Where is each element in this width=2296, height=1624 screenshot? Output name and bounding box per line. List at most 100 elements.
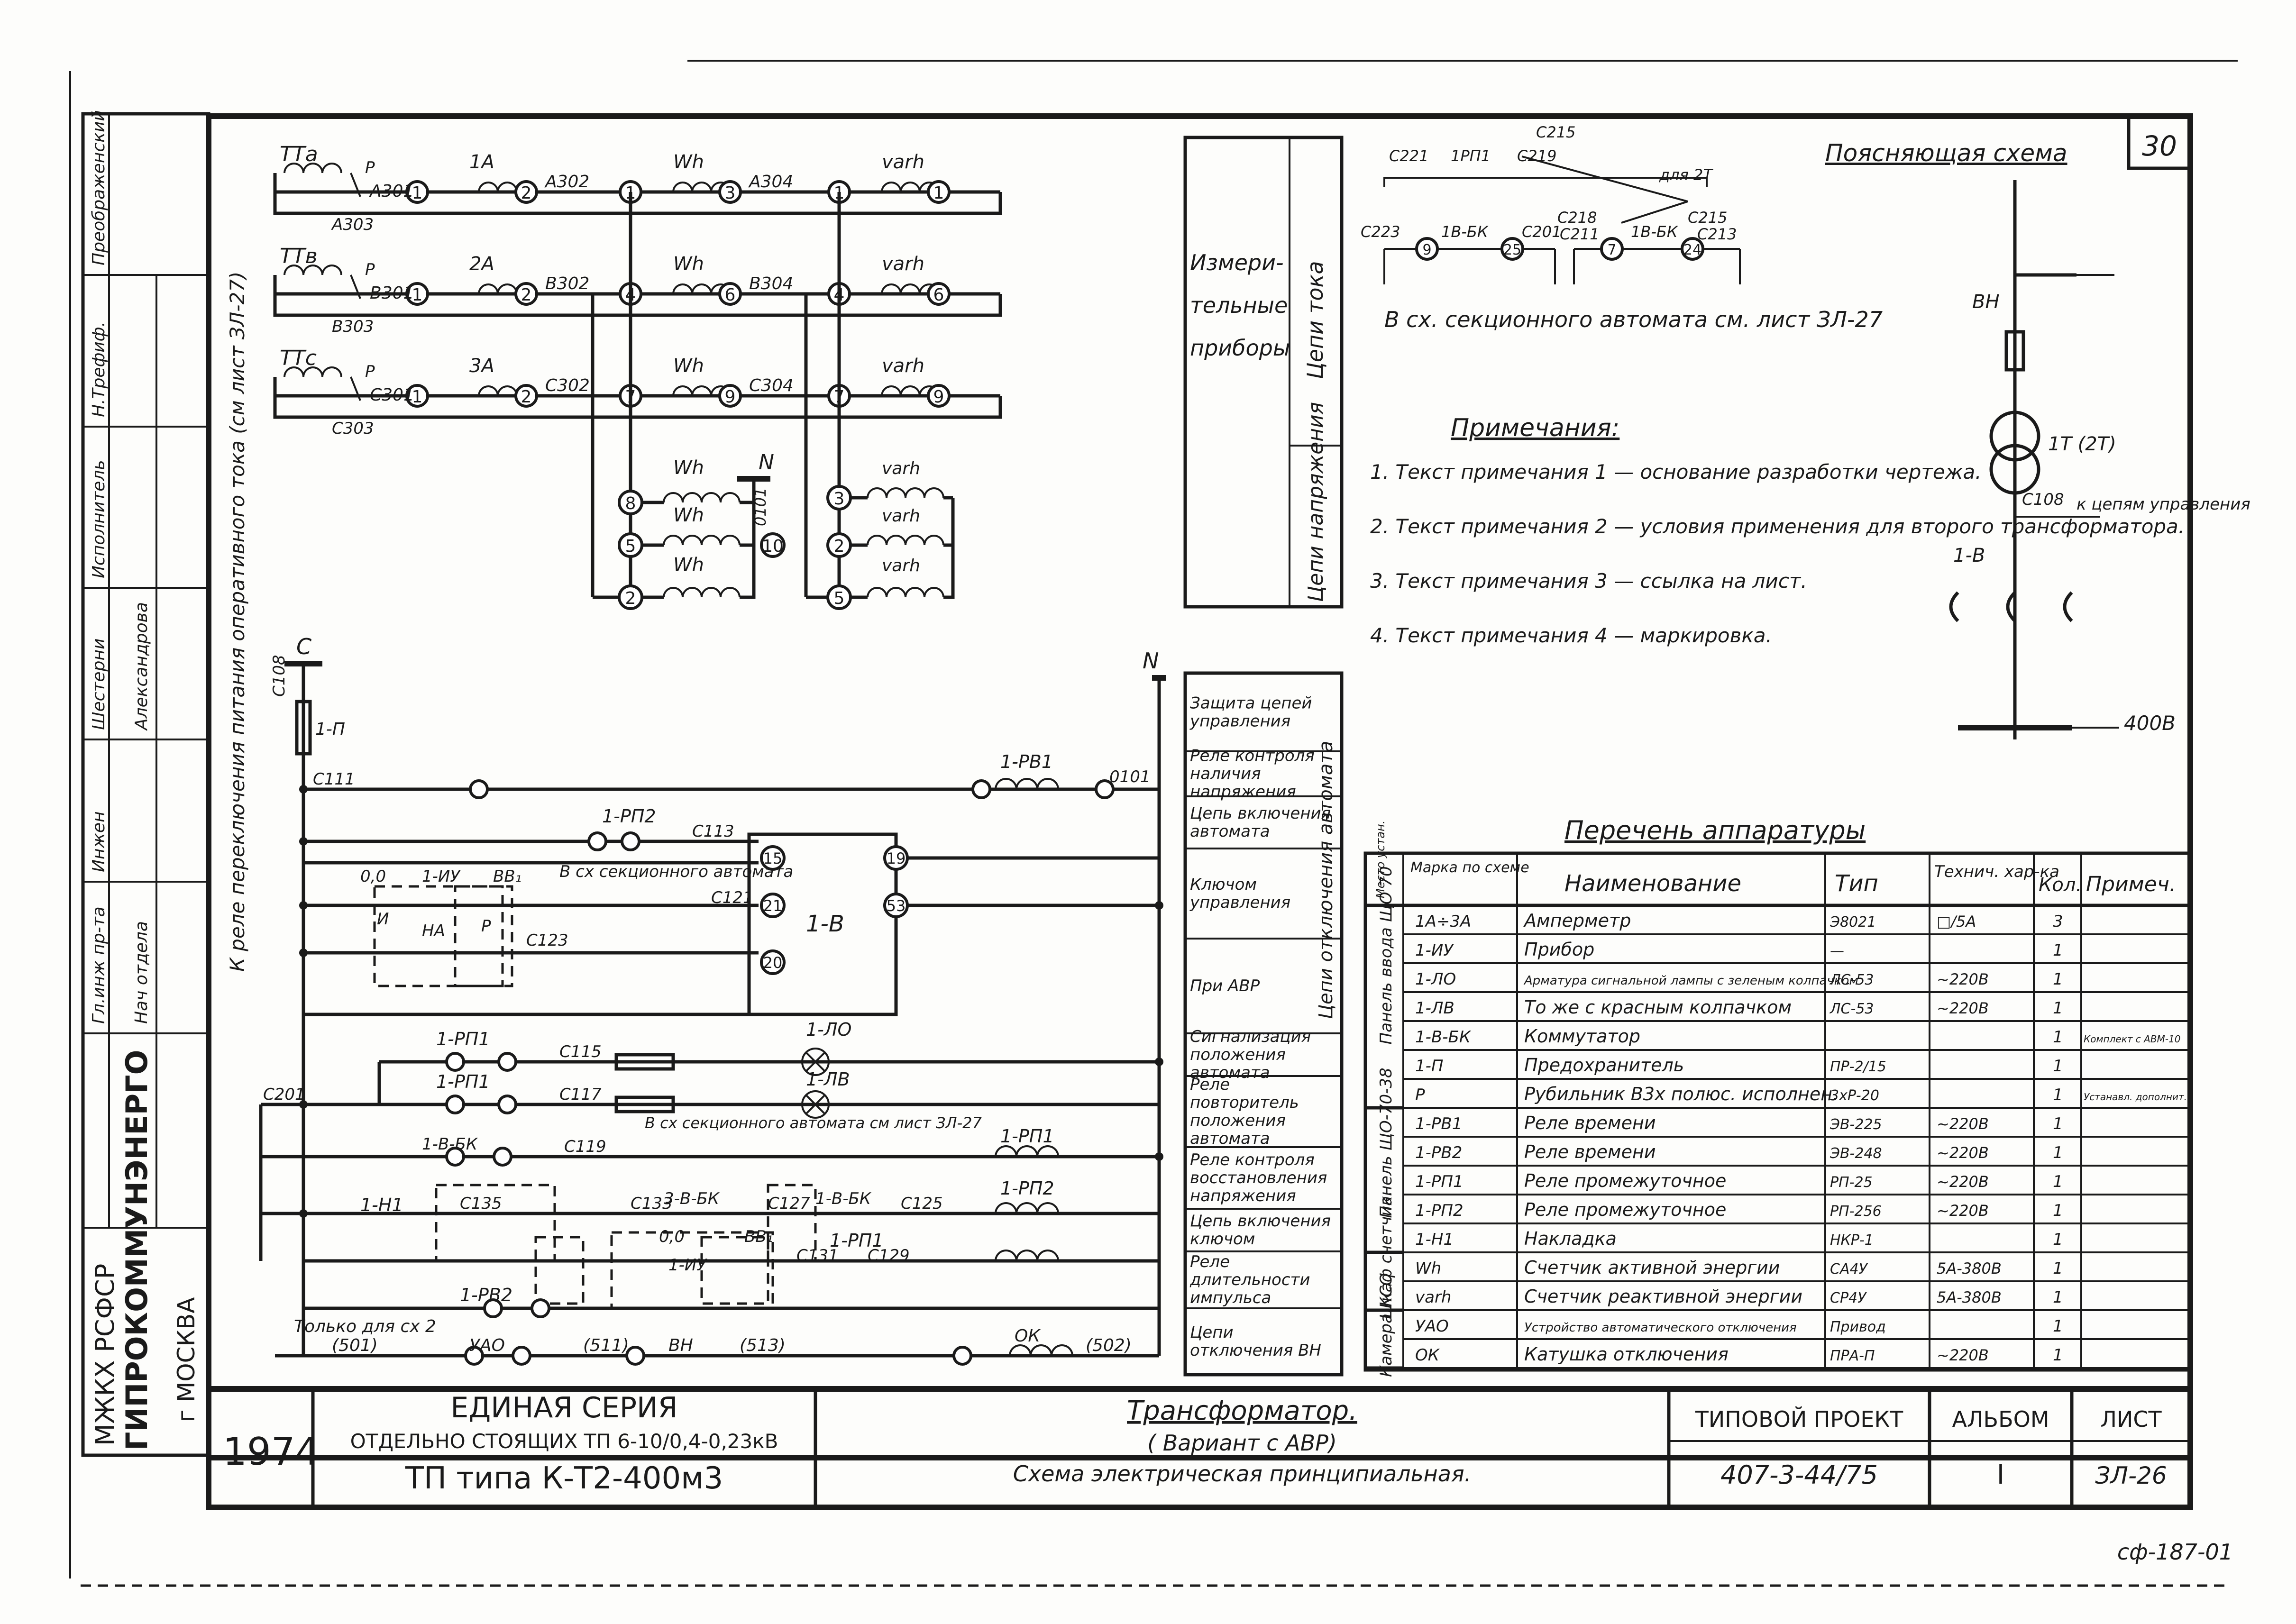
drawing-sub: ( Вариант с АВР) — [1147, 1430, 1337, 1456]
wire-mark: С115 — [559, 1042, 602, 1061]
sectional-node: 7 — [1607, 242, 1616, 258]
wh-label: Wh — [673, 151, 704, 173]
table-cell-spec: ~220В — [1937, 1144, 1989, 1162]
table-cell-name: Реле промежуточное — [1524, 1199, 1726, 1220]
fuse-label: 1-П — [315, 720, 345, 739]
block-terminal: 15 — [763, 849, 783, 867]
table-cell-qty: 1 — [2053, 1172, 2063, 1191]
terminal-node: 9 — [725, 387, 736, 407]
current-circuits-label: Цепи тока — [1302, 261, 1328, 379]
sectional-mark: С223 — [1361, 223, 1400, 241]
stamp-role: Гл.инж пр-та — [89, 906, 109, 1024]
table-cell-mark: 1-ИУ — [1415, 941, 1454, 960]
bottom-device: УАО — [469, 1336, 505, 1355]
stamp-role: Александрова — [132, 602, 151, 731]
table-cell-type: ЭВ-248 — [1829, 1145, 1882, 1162]
stamp-role: Инжен — [89, 811, 109, 872]
sectional-mark: С218 — [1557, 209, 1597, 227]
block-label: 1-В — [806, 911, 844, 937]
terminal-node: 1 — [412, 387, 423, 407]
terminal-node: 2 — [521, 387, 532, 407]
sectional-mark: С215 — [1536, 123, 1575, 141]
note-item: 3. Текст примечания 3 — ссылка на лист. — [1370, 569, 1807, 593]
terminal-node: 1 — [412, 183, 423, 203]
year: 1974 — [223, 1430, 320, 1474]
lamp-label: 1-ЛВ — [806, 1069, 850, 1090]
side-city: г МОСКВА — [173, 1297, 200, 1422]
wire-mark: С119 — [564, 1137, 606, 1156]
wire-mark: С117 — [559, 1085, 602, 1104]
table-cell-name: Предохранитель — [1524, 1055, 1684, 1076]
table-cell-name: То же с красным колпачком — [1524, 997, 1792, 1018]
note-item: 1. Текст примечания 1 — основание разраб… — [1370, 460, 1982, 484]
table-cell-name: Реле времени — [1524, 1113, 1656, 1133]
explanatory-diagram — [1949, 180, 2119, 739]
table-group: Шкаф счетчик. — [1377, 1191, 1396, 1319]
sectional-mark: С211 — [1560, 225, 1599, 243]
series-sub: ОТДЕЛЬНО СТОЯЩИХ ТП 6-10/0,4-0,23кВ — [350, 1430, 778, 1453]
table-cell-spec: □/5А — [1937, 912, 1976, 931]
switch-label: 1-ИУ — [422, 867, 461, 886]
transformer-label: 1Т (2Т) — [2048, 433, 2116, 455]
switch-label: ВВ₁ — [744, 1227, 773, 1246]
table-cell-mark: 1-ЛВ — [1415, 999, 1454, 1018]
table-cell-type: Привод — [1830, 1319, 1886, 1335]
wire-mark: A301 — [369, 182, 414, 201]
table-cell-mark: 1-РП1 — [1415, 1172, 1464, 1191]
table-cell-name: Накладка — [1524, 1228, 1617, 1249]
terminal-node: 9 — [933, 387, 944, 407]
terminal-node: 2 — [521, 183, 532, 203]
table-cell-name: Катушка отключения — [1524, 1344, 1729, 1365]
bus-label: 400В — [2124, 712, 2176, 735]
n-mark: 0101 — [751, 488, 769, 526]
vertical-note: К реле переключения питания оперативного… — [226, 272, 249, 972]
table-cell-type: НКР-1 — [1830, 1232, 1874, 1249]
sectional-mark: С201 — [1522, 223, 1561, 241]
switch-label: НА — [422, 921, 445, 940]
wire-mark: B302 — [545, 274, 589, 293]
table-cell-mark: Р — [1415, 1086, 1425, 1104]
terminal-node: 2 — [521, 285, 532, 305]
wh-label: Wh — [673, 457, 704, 479]
block-terminal: 20 — [763, 954, 783, 972]
terminal-node: 4 — [834, 285, 845, 305]
table-cell-note: Комплект с АВМ-10 — [2084, 1033, 2180, 1045]
notes-title: Примечания: — [1451, 414, 1619, 442]
terminal-node: 8 — [625, 494, 636, 513]
side-stamp — [81, 112, 210, 1457]
block-terminal: 19 — [887, 849, 906, 867]
table-cell-type: ПРА-П — [1830, 1348, 1875, 1364]
table-cell-type: СА4У — [1830, 1261, 1868, 1277]
bus-n-label: N — [1143, 648, 1159, 674]
relay-label: 1-РП1 — [436, 1029, 490, 1049]
table-cell-spec: ~220В — [1937, 1202, 1989, 1220]
relay-label: 1-РВ1 — [1000, 751, 1053, 772]
wire-mark: C301 — [370, 385, 414, 405]
control-row-label: При АВР — [1190, 976, 1260, 995]
sectional-note: В сх. секционного автомата см. лист ЗЛ-2… — [1384, 307, 1883, 332]
stamp-role: Н.Трефиф. — [89, 321, 109, 417]
table-cell-type: ЛС-53 — [1829, 972, 1874, 988]
table-cell-qty: 1 — [2053, 1288, 2063, 1307]
table-cell-name: Коммутатор — [1524, 1026, 1640, 1047]
table-cell-mark: ОК — [1415, 1346, 1440, 1365]
table-header: Наименование — [1564, 870, 1741, 897]
table-cell-qty: 1 — [2053, 1230, 2063, 1249]
stamp-role: Шестерни — [89, 639, 109, 730]
table-cell-spec: 5А-380В — [1937, 1259, 2002, 1277]
table-group: Панель ЩО-70-38 — [1377, 1067, 1396, 1218]
sheet-label: ЛИСТ — [2100, 1406, 2162, 1432]
side-org2: ГИПРОКОММУНЭНЕРГО — [119, 1050, 154, 1451]
ct-contact: Р — [365, 362, 375, 381]
table-cell-mark: 1-РВ1 — [1415, 1114, 1462, 1133]
terminal-node: 5 — [625, 537, 636, 556]
table-cell-name: Устройство автоматического отключения — [1524, 1321, 1797, 1335]
bk-label: 1-В-БК — [422, 1135, 478, 1154]
switch-label: 0,0 — [360, 867, 386, 886]
terminal-node: 5 — [834, 589, 845, 608]
